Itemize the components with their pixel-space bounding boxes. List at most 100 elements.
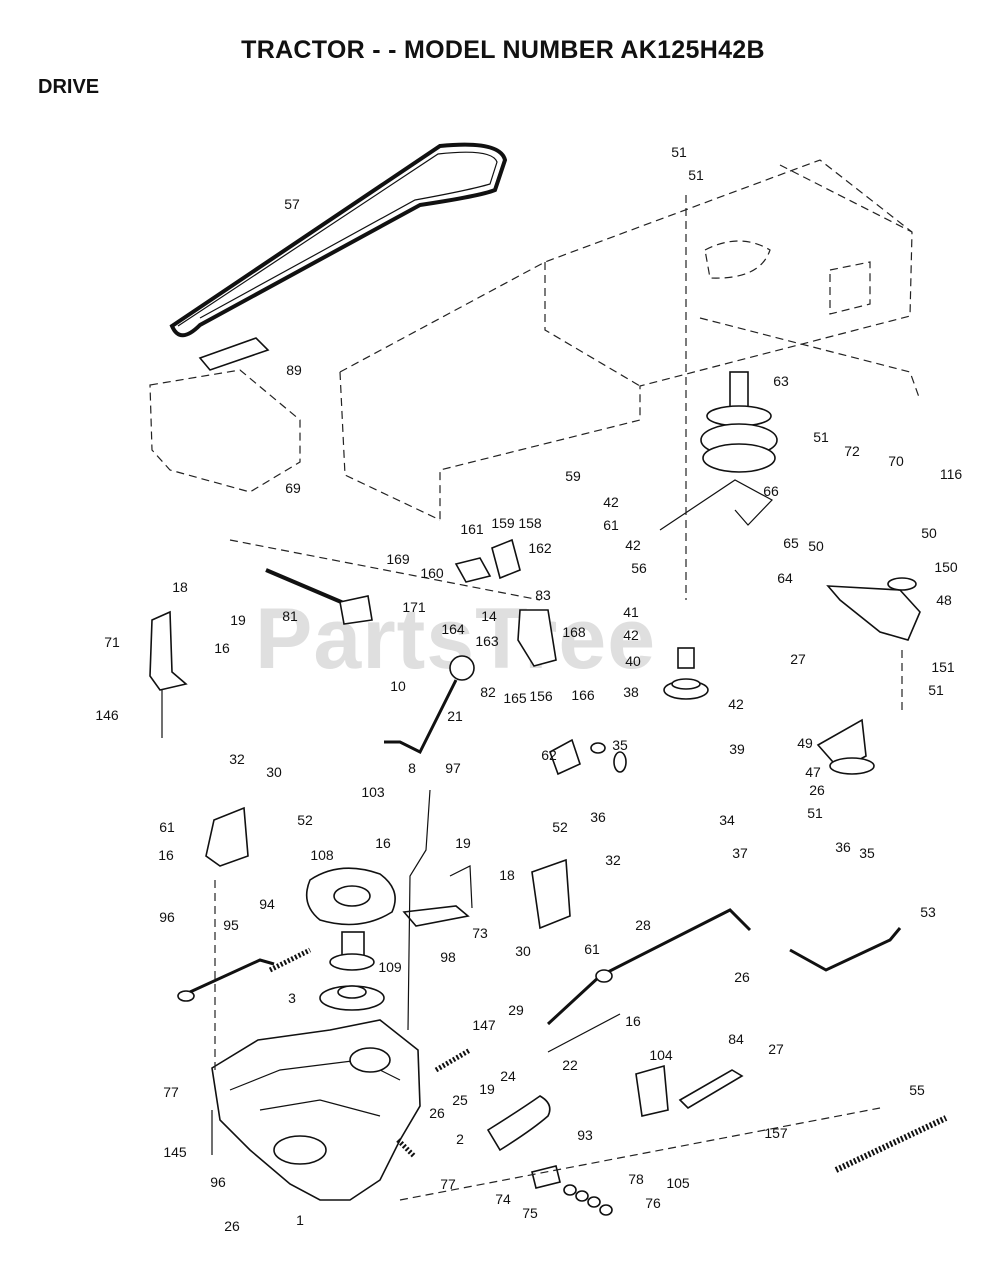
- part-callout-72: 72: [844, 443, 860, 459]
- part-callout-161: 161: [460, 521, 484, 537]
- part-callout-30: 30: [515, 943, 531, 959]
- part-callout-14: 14: [481, 608, 497, 624]
- shift-lever: [384, 655, 475, 755]
- part-callout-26: 26: [734, 969, 750, 985]
- spacer-62: [549, 738, 581, 776]
- part-callout-56: 56: [631, 560, 647, 576]
- part-callout-98: 98: [440, 949, 456, 965]
- washer-36: [613, 751, 627, 773]
- part-callout-95: 95: [223, 917, 239, 933]
- part-callout-19: 19: [230, 612, 246, 628]
- transmission-pulley: [319, 985, 385, 1011]
- part-callout-158: 158: [518, 515, 542, 531]
- part-callout-74: 74: [495, 1191, 511, 1207]
- part-callout-42: 42: [625, 537, 641, 553]
- part-callout-84: 84: [728, 1031, 744, 1047]
- part-callout-32: 32: [229, 751, 245, 767]
- shift-rod: [265, 568, 373, 625]
- part-callout-160: 160: [420, 565, 444, 581]
- part-callout-96: 96: [159, 909, 175, 925]
- part-callout-165: 165: [503, 690, 527, 706]
- part-callout-66: 66: [763, 483, 779, 499]
- washer-150: [887, 577, 917, 591]
- part-callout-35: 35: [612, 737, 628, 753]
- part-callout-151: 151: [931, 659, 955, 675]
- part-callout-55: 55: [909, 1082, 925, 1098]
- part-callout-10: 10: [390, 678, 406, 694]
- part-callout-27: 27: [790, 651, 806, 667]
- washers-75: [563, 1184, 613, 1216]
- shift-bracket: [149, 610, 188, 691]
- part-callout-19: 19: [479, 1081, 495, 1097]
- belt-guide: [198, 337, 270, 371]
- part-callout-157: 157: [764, 1125, 788, 1141]
- part-callout-21: 21: [447, 708, 463, 724]
- part-callout-48: 48: [936, 592, 952, 608]
- part-callout-50: 50: [808, 538, 824, 554]
- part-callout-147: 147: [472, 1017, 496, 1033]
- part-callout-105: 105: [666, 1175, 690, 1191]
- part-callout-51: 51: [688, 167, 704, 183]
- spring-55: [834, 1115, 948, 1173]
- part-callout-3: 3: [288, 990, 296, 1006]
- part-callout-36: 36: [590, 809, 606, 825]
- part-callout-42: 42: [728, 696, 744, 712]
- part-callout-52: 52: [552, 819, 568, 835]
- idler-bracket: [659, 479, 773, 531]
- spring-2: [396, 1138, 416, 1158]
- part-callout-57: 57: [284, 196, 300, 212]
- part-callout-77: 77: [163, 1084, 179, 1100]
- part-callout-50: 50: [921, 525, 937, 541]
- engine-pulley: [700, 371, 778, 473]
- washer-35: [590, 742, 606, 754]
- bracket-104: [635, 1064, 669, 1117]
- part-callout-51: 51: [807, 805, 823, 821]
- brake-rod-53: [789, 927, 902, 972]
- part-callout-71: 71: [104, 634, 120, 650]
- part-callout-146: 146: [95, 707, 119, 723]
- part-callout-83: 83: [535, 587, 551, 603]
- brake-rod-28: [546, 908, 752, 1026]
- part-callout-82: 82: [480, 684, 496, 700]
- part-callout-59: 59: [565, 468, 581, 484]
- part-callout-22: 22: [562, 1057, 578, 1073]
- part-callout-169: 169: [386, 551, 410, 567]
- rod-22: [547, 1013, 621, 1053]
- part-callout-38: 38: [623, 684, 639, 700]
- part-callout-35: 35: [859, 845, 875, 861]
- control-link: [454, 557, 492, 583]
- control-plate: [491, 538, 521, 580]
- transaxle: [211, 1019, 421, 1201]
- part-callout-26: 26: [429, 1105, 445, 1121]
- part-callout-16: 16: [214, 640, 230, 656]
- part-callout-27: 27: [768, 1041, 784, 1057]
- part-callout-78: 78: [628, 1171, 644, 1187]
- part-callout-163: 163: [475, 633, 499, 649]
- part-callout-104: 104: [649, 1047, 673, 1063]
- part-callout-156: 156: [529, 688, 553, 704]
- part-callout-89: 89: [286, 362, 302, 378]
- control-rod-97: [407, 789, 431, 1031]
- chassis-frame: [149, 159, 921, 521]
- part-callout-61: 61: [584, 941, 600, 957]
- part-callout-63: 63: [773, 373, 789, 389]
- part-callout-25: 25: [452, 1092, 468, 1108]
- idler-pulley-47: [829, 757, 875, 775]
- part-callout-2: 2: [456, 1131, 464, 1147]
- part-callout-77: 77: [440, 1176, 456, 1192]
- part-callout-93: 93: [577, 1127, 593, 1143]
- part-callout-51: 51: [671, 144, 687, 160]
- part-callout-28: 28: [635, 917, 651, 933]
- part-callout-97: 97: [445, 760, 461, 776]
- cooling-fan: [305, 867, 396, 971]
- part-callout-52: 52: [297, 812, 313, 828]
- part-callout-116: 116: [940, 466, 963, 482]
- drive-belt: [169, 142, 508, 338]
- part-callout-32: 32: [605, 852, 621, 868]
- part-callout-76: 76: [645, 1195, 661, 1211]
- bypass-rod: [177, 947, 312, 1002]
- part-callout-73: 73: [472, 925, 488, 941]
- spring-25: [434, 1047, 472, 1073]
- part-callout-18: 18: [172, 579, 188, 595]
